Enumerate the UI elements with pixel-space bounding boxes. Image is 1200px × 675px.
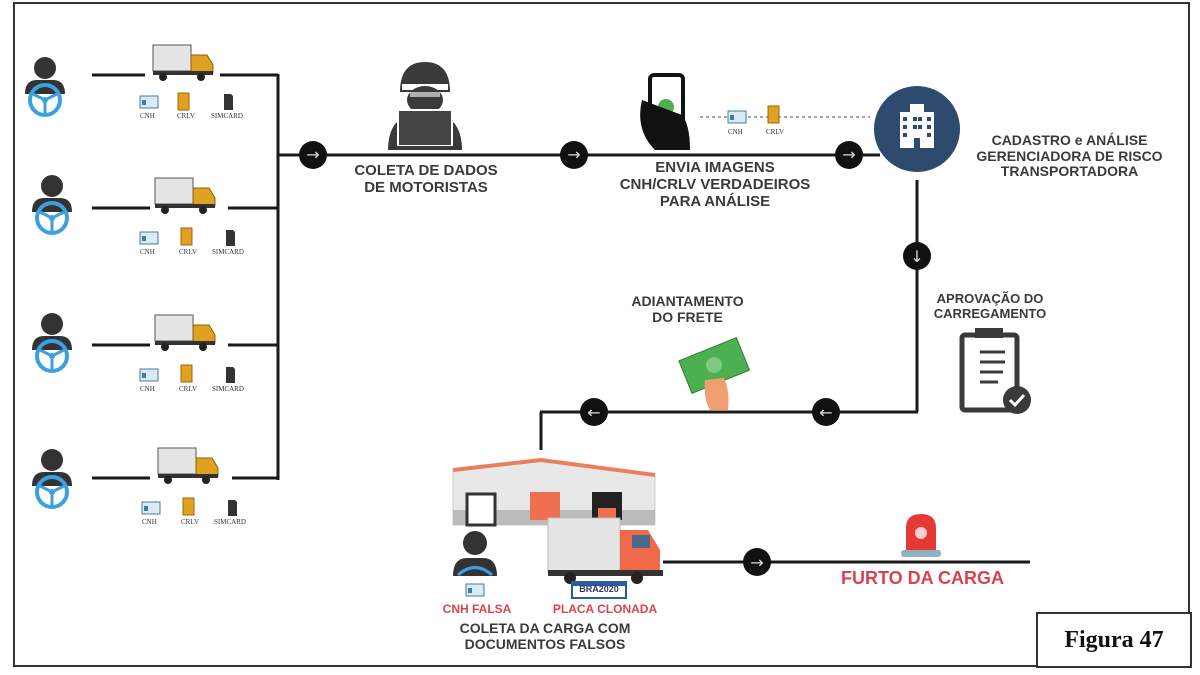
arrow-right-icon: →	[750, 553, 763, 572]
truck-icon	[154, 314, 216, 352]
phone-hand-icon	[640, 73, 690, 150]
driver-icon	[30, 447, 74, 509]
siren-icon	[901, 514, 941, 557]
doc-label-simcard: SIMCARD	[211, 112, 243, 120]
arrow-node-1: →	[299, 141, 327, 169]
crlv-icon	[177, 92, 190, 111]
cnh-icon	[727, 110, 747, 124]
cloned-truck-icon	[547, 517, 663, 599]
arrow-right-icon: →	[567, 145, 580, 164]
doc-label-crlv: CRLV	[179, 248, 198, 256]
doc-label-simcard: SIMCARD	[214, 518, 246, 526]
simcard-icon	[228, 500, 237, 516]
crlv-icon	[180, 364, 193, 383]
simcard-icon	[226, 230, 235, 246]
figure-caption: Figura 47	[1064, 626, 1164, 653]
crlv-icon	[767, 105, 780, 124]
doc-label-cnh: CNH	[140, 112, 155, 120]
step-pickup-label: COLETA DA CARGA COM DOCUMENTOS FALSOS	[459, 620, 631, 652]
step-send-images-label: ENVIA IMAGENS CNH/CRLV VERDADEIROS PARA …	[619, 159, 811, 210]
cloned-plate-label: PLACA CLONADA	[552, 602, 658, 616]
step-approval-label: APROVAÇÃO DO CARREGAMENTO	[933, 291, 1047, 321]
truck-icon	[152, 44, 214, 82]
truck-icon	[154, 177, 216, 215]
driver-icon	[30, 311, 74, 373]
doc-label-cnh: CNH	[140, 385, 155, 393]
driver-row-4	[30, 447, 278, 516]
truck-icon	[157, 447, 219, 485]
arrow-left-icon: ←	[587, 403, 600, 422]
arrow-down-icon: ↓	[910, 247, 923, 266]
driver-icon	[30, 173, 74, 235]
doc-label-simcard: SIMCARD	[212, 248, 244, 256]
arrow-node-left-1: ←	[812, 398, 840, 426]
driver-row-3	[30, 311, 278, 383]
figure-frame	[13, 2, 1190, 667]
simcard-icon	[226, 367, 235, 383]
arrow-node-theft: →	[743, 548, 771, 576]
driver-row-2	[30, 173, 278, 246]
doc-label-cnh: CNH	[728, 128, 743, 136]
crlv-icon	[180, 227, 193, 246]
step-registration-label: CADASTRO e ANÁLISE GERENCIADORA DE RISCO…	[976, 132, 1163, 180]
fake-driver-icon	[453, 531, 497, 597]
arrow-node-left-2: ←	[580, 398, 608, 426]
figure-caption-box: Figura 47	[1036, 612, 1192, 668]
building-icon	[874, 86, 960, 172]
simcard-icon	[224, 94, 233, 110]
driver-icon	[23, 55, 67, 117]
fake-license-label: CNH FALSA	[442, 602, 512, 616]
step-advance-label: ADIANTAMENTO DO FRETE	[631, 293, 744, 325]
money-hand-icon	[678, 336, 751, 410]
cnh-icon	[139, 368, 159, 382]
arrow-node-3: →	[835, 141, 863, 169]
cnh-icon	[141, 501, 161, 515]
arrow-node-down: ↓	[903, 242, 931, 270]
arrow-left-icon: ←	[819, 403, 832, 422]
doc-label-crlv: CRLV	[179, 385, 198, 393]
doc-label-cnh: CNH	[140, 248, 155, 256]
fake-cnh-icon	[465, 583, 485, 597]
plate-text: BRA2020	[579, 584, 619, 594]
arrow-node-2: →	[560, 141, 588, 169]
cnh-icon	[139, 231, 159, 245]
clipboard-icon	[959, 328, 1031, 414]
cnh-icon	[139, 95, 159, 109]
doc-label-crlv: CRLV	[766, 128, 785, 136]
doc-label-simcard: SIMCARD	[212, 385, 244, 393]
warehouse-icon	[452, 457, 656, 527]
driver-row-1	[23, 44, 278, 117]
step-collect-data-label: COLETA DE DADOS DE MOTORISTAS	[354, 162, 498, 196]
hacker-icon	[388, 62, 462, 150]
doc-label-cnh: CNH	[142, 518, 157, 526]
theft-label: FURTO DA CARGA	[841, 568, 1004, 588]
arrow-right-icon: →	[306, 145, 319, 164]
arrow-right-icon: →	[842, 145, 855, 164]
doc-label-crlv: CRLV	[177, 112, 196, 120]
doc-label-crlv: CRLV	[181, 518, 200, 526]
crlv-icon	[182, 497, 195, 516]
